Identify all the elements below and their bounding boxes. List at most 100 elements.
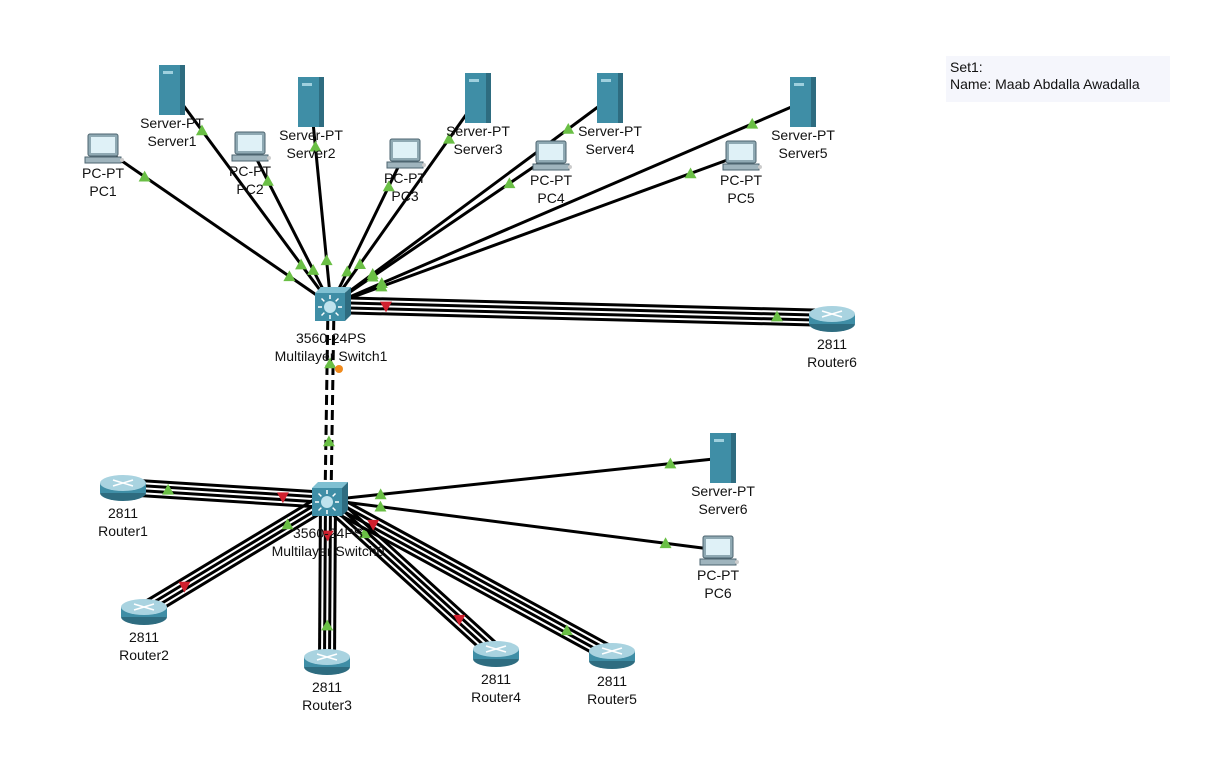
cable[interactable] bbox=[147, 505, 333, 619]
link-switch1-pc2[interactable] bbox=[248, 145, 333, 306]
link-switch1-server2[interactable] bbox=[309, 101, 333, 306]
pc-icon[interactable] bbox=[722, 140, 762, 171]
cable[interactable] bbox=[329, 305, 336, 501]
link-up-indicator bbox=[746, 117, 759, 129]
device-name-label: PC3 bbox=[391, 188, 418, 204]
link-switch1-pc1[interactable] bbox=[102, 146, 332, 307]
router-icon[interactable] bbox=[304, 649, 350, 675]
link-switch1-server1[interactable] bbox=[170, 89, 333, 306]
cable[interactable] bbox=[139, 492, 325, 606]
cable[interactable] bbox=[144, 500, 331, 615]
link-up-indicator bbox=[659, 537, 672, 549]
switch-icon[interactable] bbox=[315, 287, 351, 321]
cable[interactable] bbox=[318, 499, 323, 661]
server-icon[interactable] bbox=[159, 65, 185, 115]
cable[interactable] bbox=[323, 505, 610, 663]
pc-icon[interactable] bbox=[386, 138, 426, 169]
link-down-indicator bbox=[380, 301, 393, 313]
link-switch1-server4[interactable] bbox=[330, 96, 611, 307]
link-switch1-switch0[interactable] bbox=[322, 304, 337, 501]
cable[interactable] bbox=[309, 101, 333, 306]
pc-icon[interactable] bbox=[231, 131, 271, 162]
link-switch0-server6[interactable] bbox=[327, 456, 724, 502]
note-line-set: Set1: bbox=[950, 59, 983, 75]
cable[interactable] bbox=[102, 146, 332, 307]
cable[interactable] bbox=[329, 152, 407, 306]
cable[interactable] bbox=[332, 500, 337, 662]
router-icon[interactable] bbox=[473, 641, 519, 667]
pc-icon[interactable] bbox=[699, 535, 739, 566]
link-switch1-router6[interactable] bbox=[330, 296, 833, 327]
cable[interactable] bbox=[123, 478, 329, 495]
cable[interactable] bbox=[323, 499, 328, 661]
link-switch1-server5[interactable] bbox=[330, 100, 804, 307]
link-switch0-router1[interactable] bbox=[122, 478, 329, 509]
link-switch1-pc3[interactable] bbox=[329, 152, 407, 306]
cable[interactable] bbox=[327, 500, 332, 662]
server-icon[interactable] bbox=[465, 73, 491, 123]
router-icon[interactable] bbox=[121, 599, 167, 625]
cable[interactable] bbox=[331, 301, 833, 318]
pc-icon[interactable] bbox=[84, 133, 124, 164]
cable[interactable] bbox=[325, 500, 496, 656]
cable[interactable] bbox=[321, 504, 492, 660]
cable[interactable] bbox=[330, 153, 742, 307]
note-box[interactable]: Set1: Name: Maab Abdalla Awadalla bbox=[946, 56, 1170, 102]
server-icon[interactable] bbox=[298, 77, 324, 127]
cable[interactable] bbox=[330, 310, 832, 327]
server-icon[interactable] bbox=[597, 73, 623, 123]
device-model-label: PC-PT bbox=[82, 165, 124, 181]
link-switch0-router2[interactable] bbox=[139, 492, 333, 619]
link-switch1-server3[interactable] bbox=[329, 97, 480, 306]
cable[interactable] bbox=[323, 304, 330, 500]
link-down-indicator bbox=[178, 581, 191, 593]
switch-icon[interactable] bbox=[312, 482, 348, 516]
cable[interactable] bbox=[330, 153, 552, 307]
cable[interactable] bbox=[123, 483, 329, 500]
router-icon[interactable] bbox=[589, 643, 635, 669]
device-name-label: Router4 bbox=[471, 689, 521, 705]
cable[interactable] bbox=[331, 296, 833, 313]
cable[interactable] bbox=[141, 496, 328, 611]
link-switch0-pc6[interactable] bbox=[327, 498, 719, 552]
cable[interactable] bbox=[122, 487, 328, 504]
cable[interactable] bbox=[329, 97, 480, 306]
cable[interactable] bbox=[327, 456, 724, 502]
link-switch0-router5[interactable] bbox=[323, 492, 617, 663]
link-up-indicator bbox=[138, 170, 151, 182]
server-icon[interactable] bbox=[790, 77, 816, 127]
router-icon[interactable] bbox=[100, 475, 146, 501]
cable[interactable] bbox=[330, 305, 832, 322]
link-switch1-pc4[interactable] bbox=[330, 153, 552, 307]
cable[interactable] bbox=[248, 145, 333, 306]
router-icon[interactable] bbox=[809, 306, 855, 332]
cable[interactable] bbox=[327, 498, 719, 552]
link-switch0-router3[interactable] bbox=[318, 499, 337, 662]
cable[interactable] bbox=[330, 100, 804, 307]
server-icon[interactable] bbox=[710, 433, 736, 483]
cable[interactable] bbox=[330, 492, 617, 650]
pc-icon[interactable] bbox=[532, 140, 572, 171]
cable[interactable] bbox=[122, 492, 328, 509]
